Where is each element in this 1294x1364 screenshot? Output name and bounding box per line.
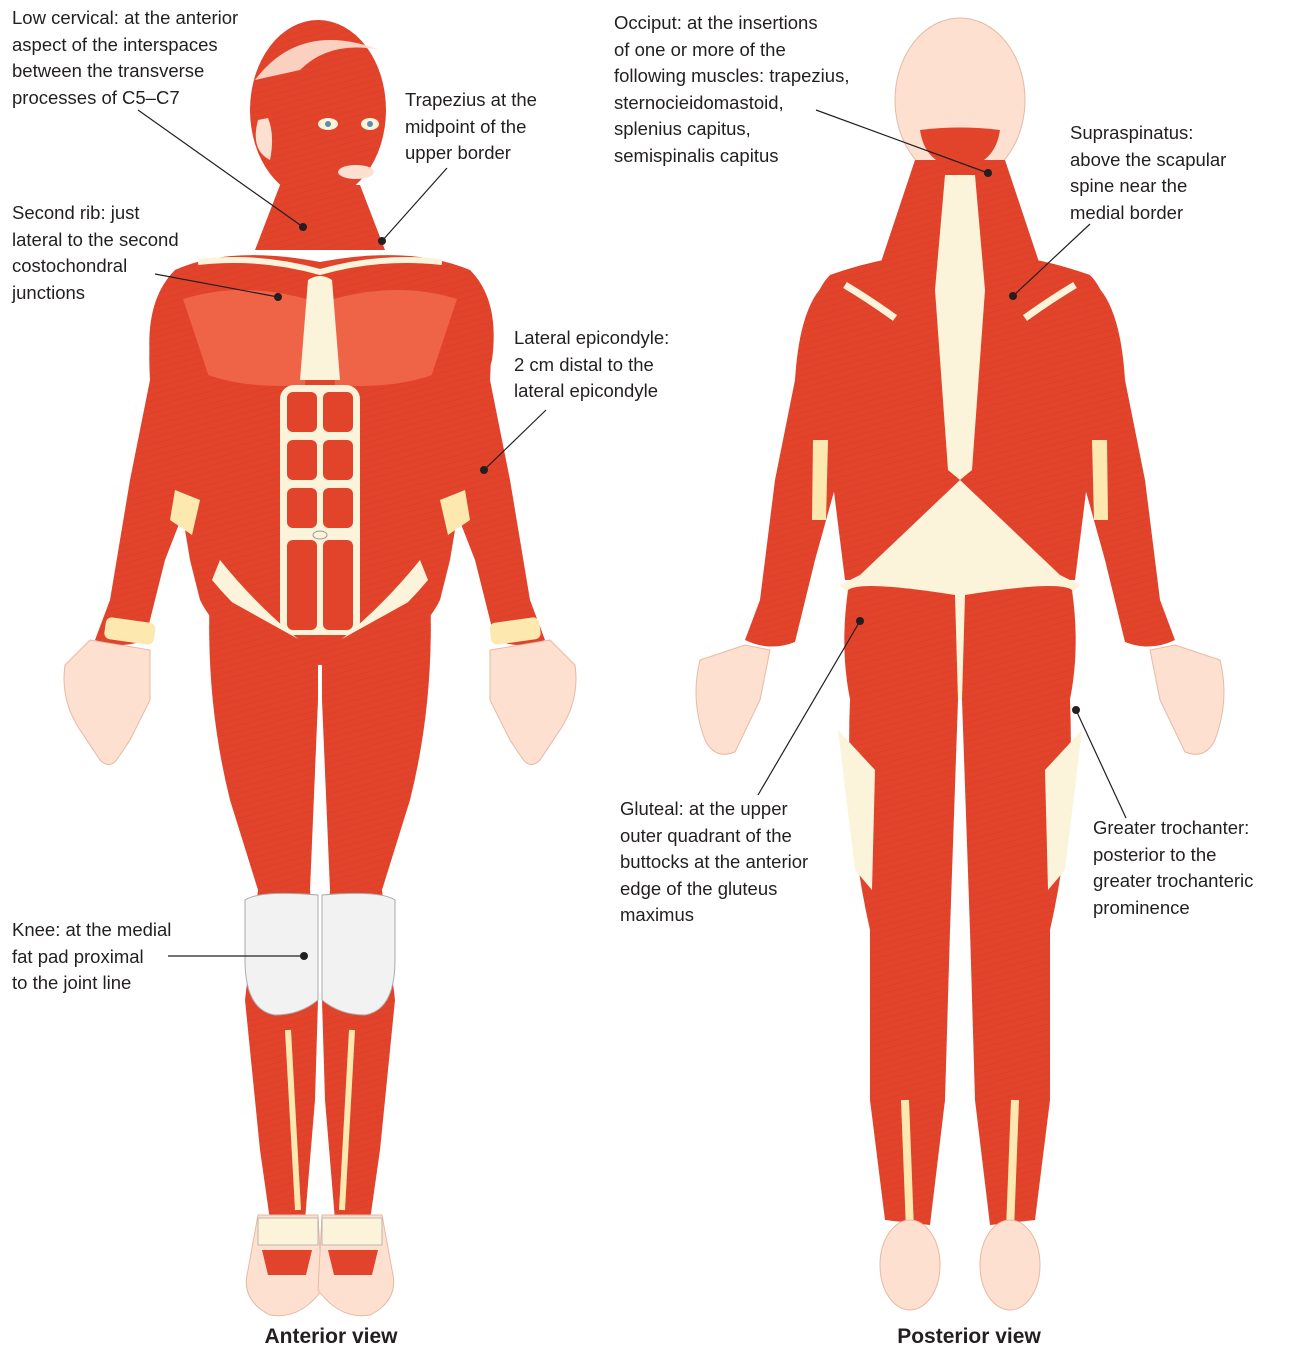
posterior-foot-left bbox=[880, 1220, 940, 1310]
point-lateral-epicondyle bbox=[480, 466, 488, 474]
label-second-rib: Second rib: just lateral to the second c… bbox=[12, 200, 179, 306]
anterior-mouth bbox=[338, 165, 374, 179]
anterior-abdominals bbox=[280, 385, 360, 635]
point-trapezius bbox=[378, 237, 386, 245]
anterior-hand-right bbox=[490, 640, 576, 765]
label-knee: Knee: at the medial fat pad proximal to … bbox=[12, 917, 171, 997]
caption-anterior-view: Anterior view bbox=[181, 1325, 481, 1349]
label-supraspinatus: Supraspinatus: above the scapular spine … bbox=[1070, 120, 1226, 226]
label-gluteal: Gluteal: at the upper outer quadrant of … bbox=[620, 796, 808, 929]
anterior-knee-right bbox=[322, 893, 395, 1015]
point-supraspinatus bbox=[1009, 292, 1017, 300]
label-occiput: Occiput: at the insertions of one or mor… bbox=[614, 10, 849, 169]
label-trapezius: Trapezius at the midpoint of the upper b… bbox=[405, 87, 537, 167]
label-low-cervical: Low cervical: at the anterior aspect of … bbox=[12, 5, 238, 111]
point-occiput bbox=[984, 169, 992, 177]
point-knee bbox=[300, 952, 308, 960]
caption-posterior-view: Posterior view bbox=[819, 1325, 1119, 1349]
posterior-hand-right bbox=[1150, 645, 1224, 754]
anterior-hand-left bbox=[64, 640, 150, 765]
label-lateral-epicondyle: Lateral epicondyle: 2 cm distal to the l… bbox=[514, 325, 669, 405]
label-greater-trochanter: Greater trochanter: posterior to the gre… bbox=[1093, 815, 1253, 921]
point-gluteal bbox=[856, 617, 864, 625]
point-low-cervical bbox=[299, 223, 307, 231]
posterior-foot-right bbox=[980, 1220, 1040, 1310]
point-second-rib bbox=[274, 293, 282, 301]
point-greater-trochanter bbox=[1072, 706, 1080, 714]
leader-greater-trochanter bbox=[1076, 710, 1126, 818]
posterior-hand-left bbox=[696, 645, 770, 754]
leader-trapezius bbox=[382, 168, 447, 241]
